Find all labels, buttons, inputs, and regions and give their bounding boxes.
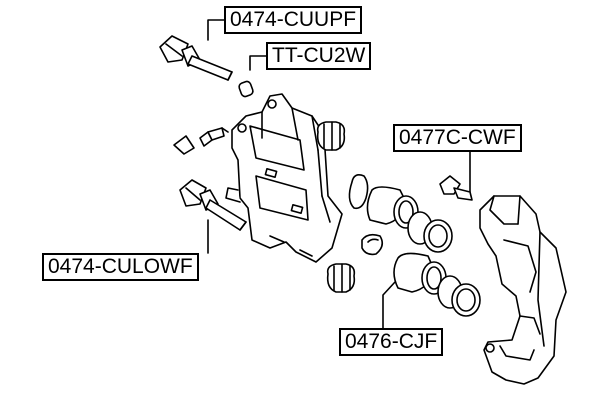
- guide-pin-boot: [238, 80, 254, 98]
- upper-piston-assembly: [348, 174, 453, 253]
- leader-lines: [207, 19, 471, 329]
- caliper-body: [225, 93, 343, 263]
- leader-upper-guide-pin: [207, 19, 225, 41]
- upper-guide-pin: [159, 35, 233, 81]
- label-upper-guide-pin: 0474-CUUPF: [224, 6, 363, 34]
- lower-piston-assembly: [393, 252, 481, 317]
- slide-boot-upper: [316, 121, 346, 151]
- label-lower-guide-pin: 0474-CULOWF: [42, 253, 199, 281]
- caliper-bracket: [479, 195, 567, 385]
- label-caliper-bracket: 0477C-CWF: [393, 124, 522, 152]
- leader-piston-seal-kit: [382, 281, 396, 329]
- piston-seal-ring: [361, 233, 384, 256]
- bracket-bolt: [439, 175, 473, 201]
- label-guide-pin-boot: TT-CU2W: [266, 42, 372, 70]
- label-piston-seal-kit: 0476-CJF: [339, 328, 444, 356]
- lower-guide-pin: [179, 179, 247, 231]
- guide-slots: [269, 235, 313, 257]
- bleeder-screw: [173, 127, 229, 155]
- leader-guide-pin-boot: [249, 55, 267, 71]
- slide-boot-lower: [326, 263, 356, 293]
